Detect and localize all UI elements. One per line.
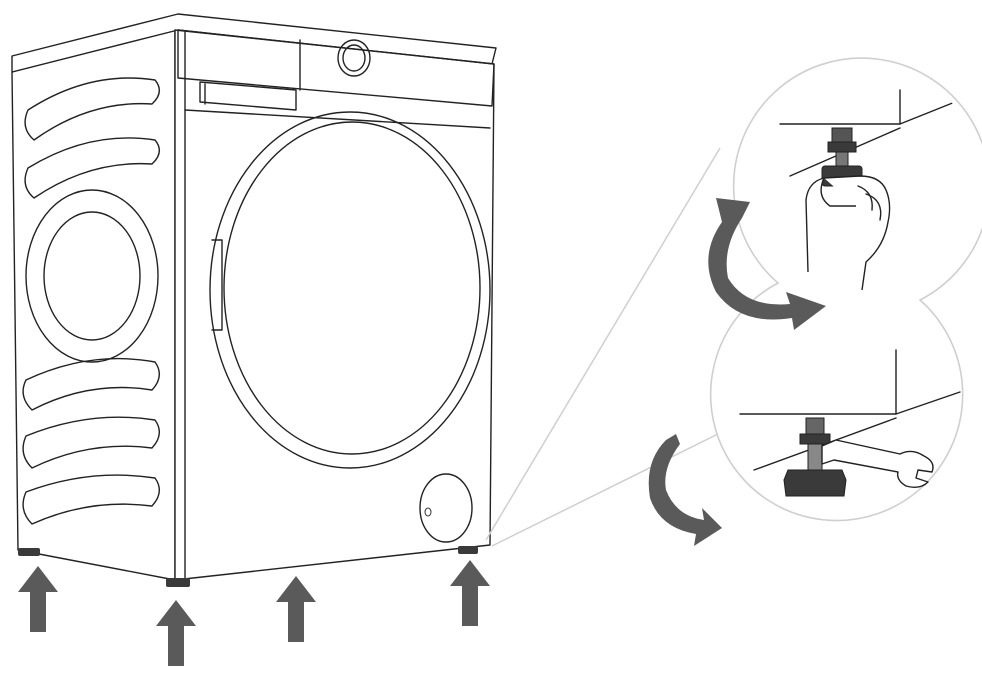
callout-lines xyxy=(485,147,731,547)
detergent-drawer xyxy=(199,81,297,111)
machine-feet xyxy=(18,546,478,587)
machine-side-panel xyxy=(11,29,176,581)
machine-door xyxy=(209,111,491,469)
rotate-arrow-icon xyxy=(648,434,722,546)
detail-callout xyxy=(648,57,982,546)
up-arrow-icon xyxy=(450,560,490,626)
wrench-icon xyxy=(821,439,934,489)
hand-icon xyxy=(805,175,891,291)
up-arrow-icon xyxy=(156,600,196,666)
washing-machine xyxy=(11,13,497,587)
up-arrows xyxy=(18,560,490,666)
rotation-arrows xyxy=(648,198,826,546)
filter-cover xyxy=(419,473,473,543)
up-arrow-icon xyxy=(18,566,58,632)
side-embossing xyxy=(22,77,160,525)
control-panel xyxy=(177,29,495,107)
control-knob xyxy=(337,39,371,77)
rotate-arrow-icon xyxy=(708,198,826,330)
foot-back-left xyxy=(18,548,40,556)
detail-top-hand-adjust xyxy=(779,89,961,291)
detail-bottom-wrench xyxy=(739,349,961,497)
foot-front-right xyxy=(458,546,478,554)
up-arrow-icon xyxy=(276,576,316,642)
foot-front-left xyxy=(166,578,190,587)
